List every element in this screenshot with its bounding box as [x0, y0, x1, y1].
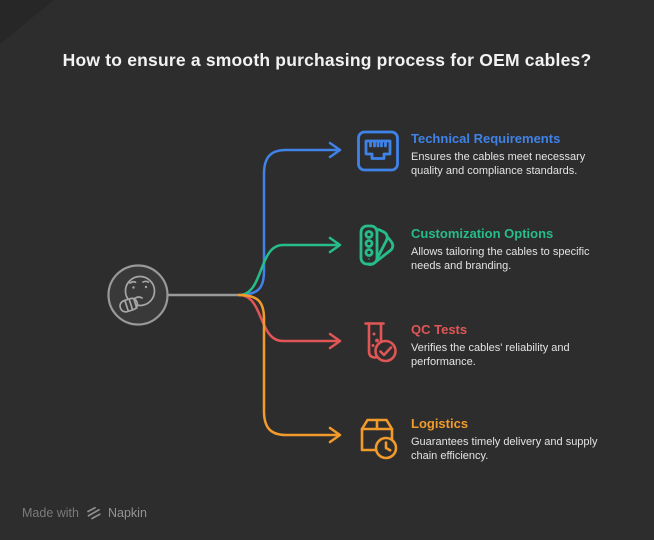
branch-label: Technical Requirements — [411, 131, 561, 146]
branch-logistics: Logistics Guarantees timely delivery and… — [354, 412, 632, 464]
branch-label: QC Tests — [411, 322, 468, 337]
watermark-brand: Napkin — [107, 506, 147, 520]
thinking-face-icon — [119, 275, 156, 313]
branch-customization-options: Customization Options Allows tailoring t… — [354, 222, 632, 274]
arrowhead-qc-icon — [328, 332, 342, 350]
branch-line-technical — [237, 148, 339, 297]
branch-description: Verifies the cables' reliability and per… — [411, 342, 570, 369]
color-swatches-icon — [354, 222, 402, 270]
branch-label: Customization Options — [411, 226, 554, 241]
ethernet-port-icon — [354, 127, 402, 175]
branch-description: Ensures the cables meet necessary qualit… — [411, 151, 586, 178]
corner-fold-decoration — [0, 0, 54, 44]
branch-description: Allows tailoring the cables to specific … — [411, 246, 590, 273]
branch-qc-tests: QC Tests Verifies the cables' reliabilit… — [354, 318, 632, 370]
test-tube-check-icon — [354, 318, 402, 366]
branch-line-logistics — [237, 293, 339, 437]
branch-description: Guarantees timely delivery and supply ch… — [411, 436, 598, 463]
page-title: How to ensure a smooth purchasing proces… — [62, 50, 592, 70]
watermark: Made with Napkin — [22, 506, 147, 520]
arrowhead-logistics-icon — [328, 426, 342, 444]
napkin-logo-icon — [87, 506, 101, 520]
arrowhead-customization-icon — [328, 236, 342, 254]
branch-technical-requirements: Technical Requirements Ensures the cable… — [354, 127, 632, 179]
branch-line-customization — [237, 243, 339, 297]
branch-line-qc — [237, 293, 339, 343]
package-clock-icon — [354, 412, 402, 460]
arrowhead-technical-icon — [328, 141, 342, 159]
branch-label: Logistics — [411, 416, 469, 431]
center-node — [107, 264, 169, 326]
watermark-prefix: Made with — [22, 506, 79, 520]
